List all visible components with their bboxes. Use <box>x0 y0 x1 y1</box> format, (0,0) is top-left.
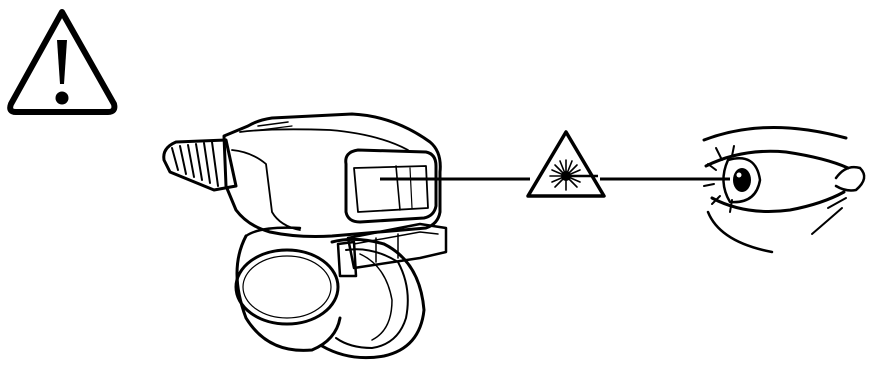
ring-scanner-device <box>162 112 448 360</box>
warning-triangle-icon <box>7 9 118 115</box>
impact-rays <box>703 145 735 213</box>
laser-hazard-icon <box>526 130 606 198</box>
cable-ridges <box>171 141 219 187</box>
eye-icon <box>702 125 866 254</box>
